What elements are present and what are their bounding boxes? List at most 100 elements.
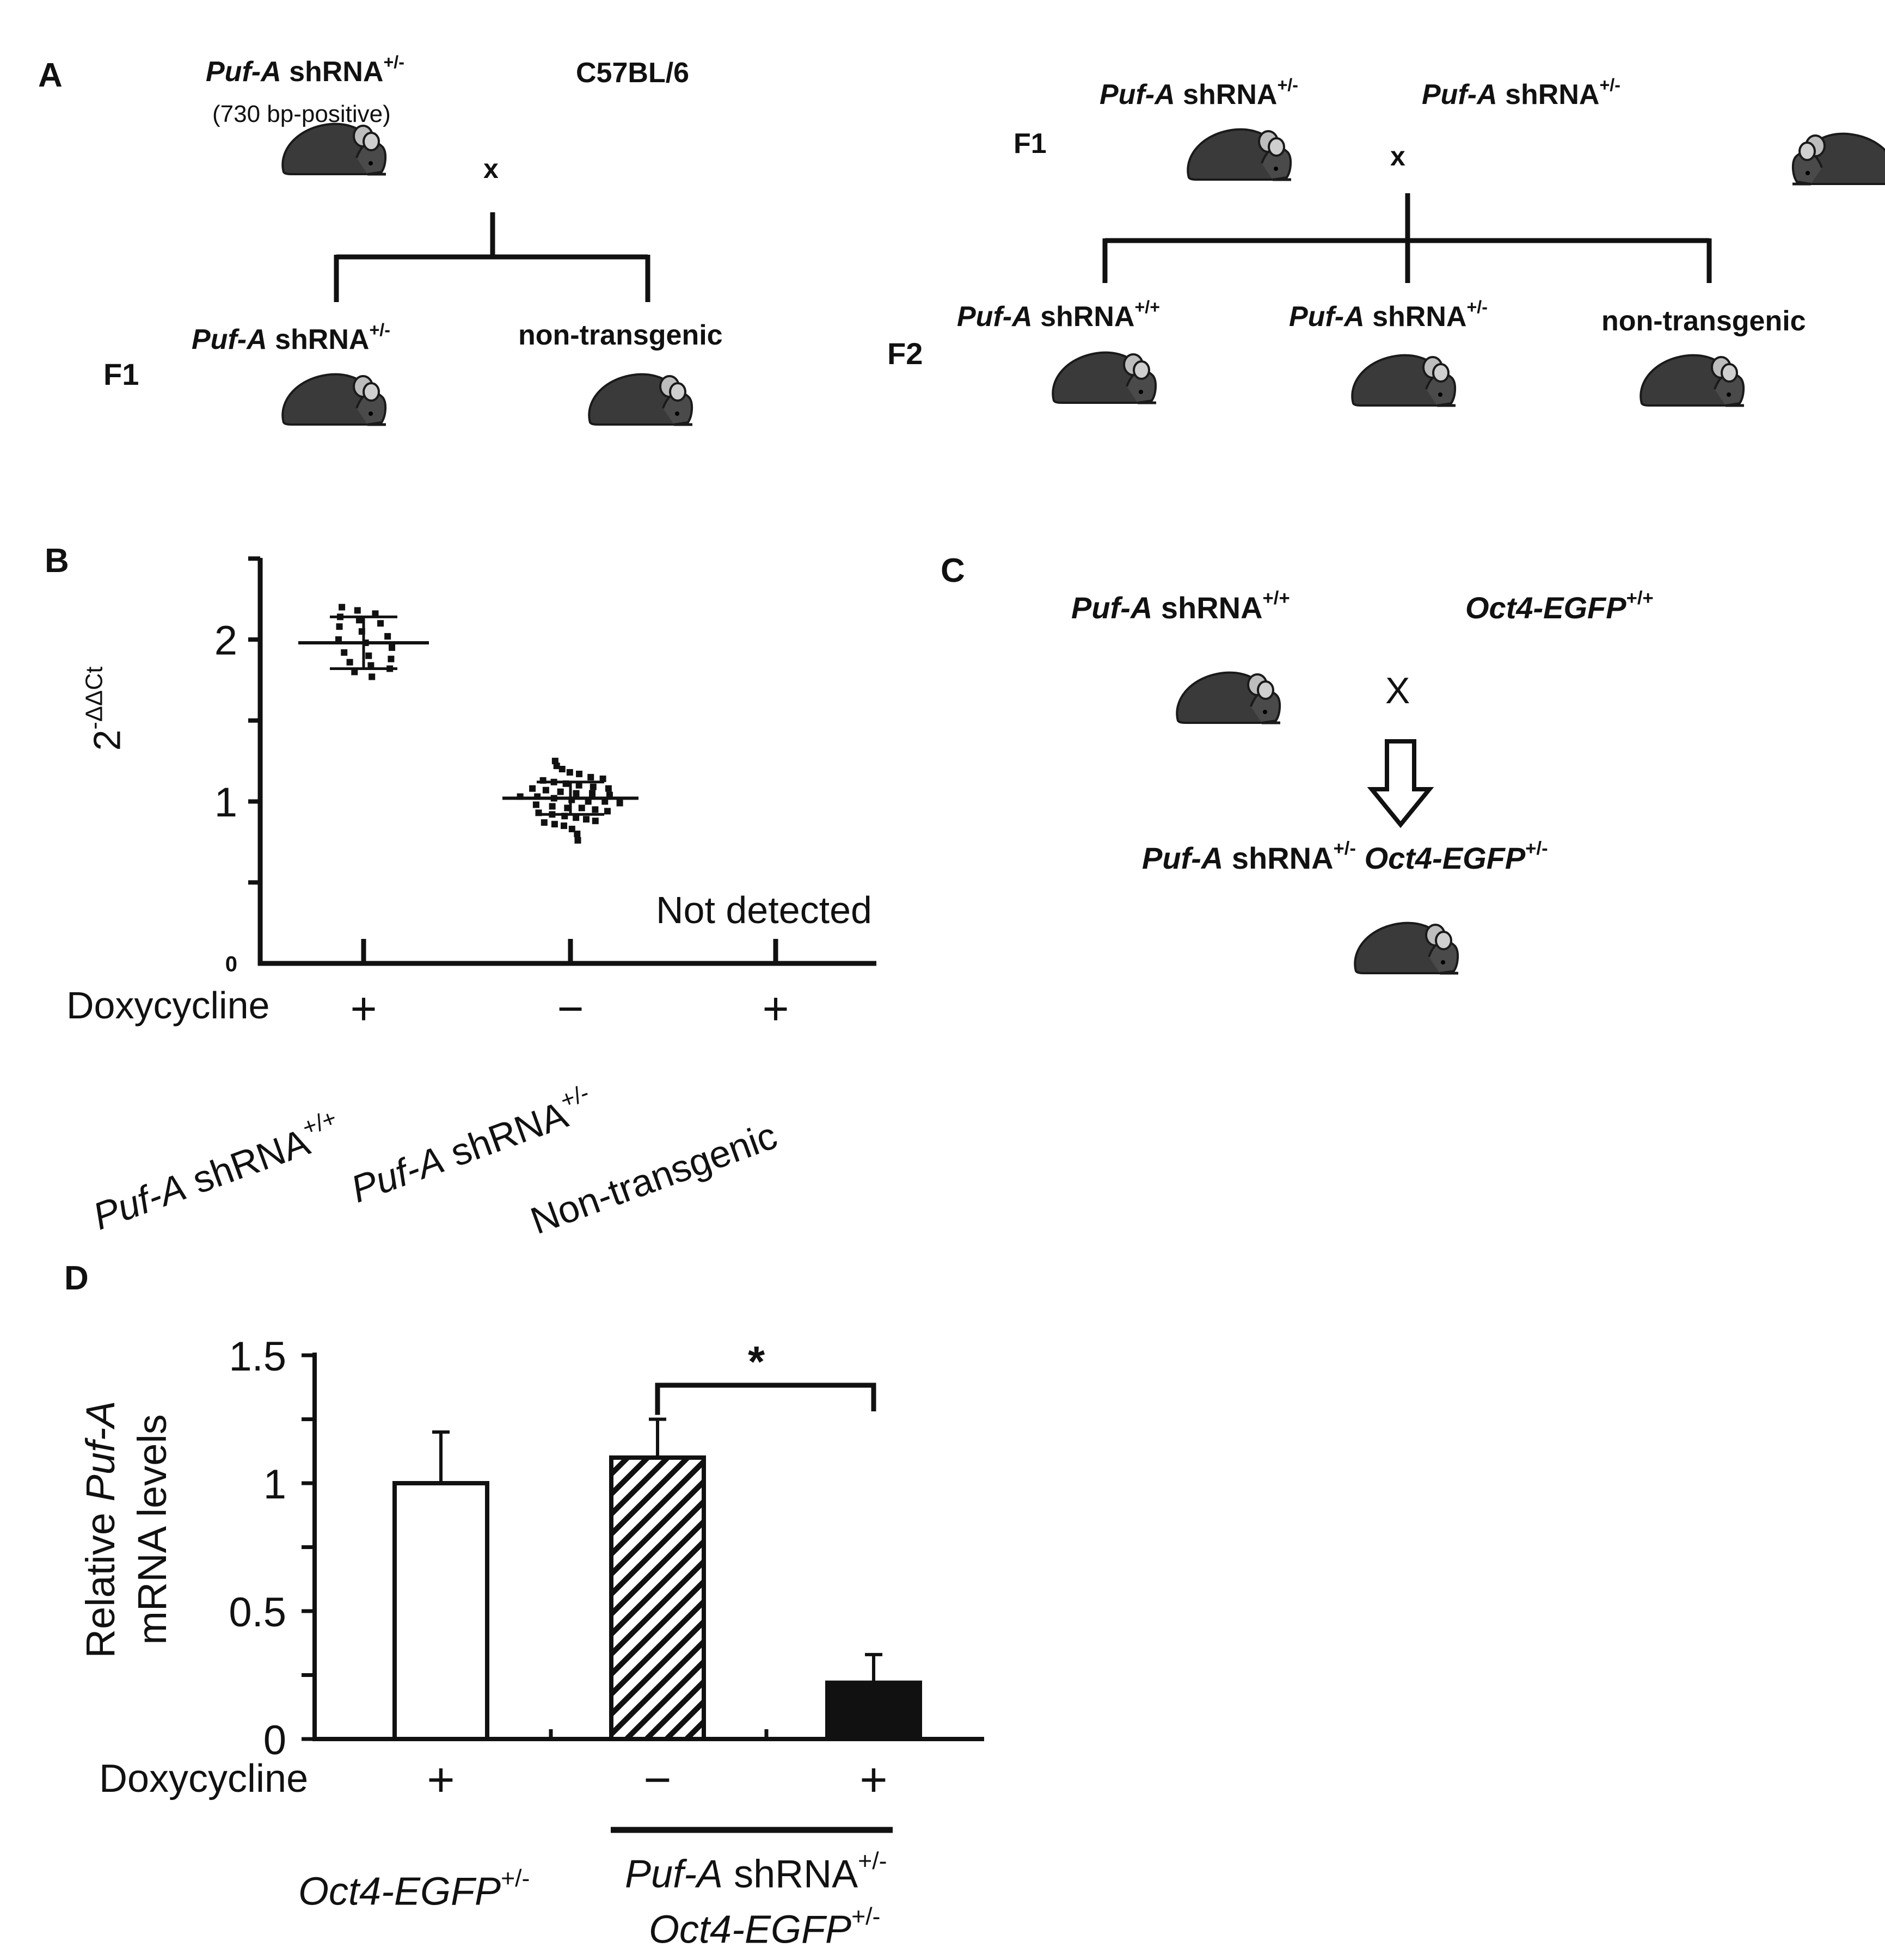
b-data-point (592, 806, 599, 813)
b-data-point (558, 766, 566, 772)
d-y-tick-label: 1.5 (229, 1334, 286, 1380)
c-offspring-label: Puf-A shRNA+/- Oct4-EGFP+/- (1142, 839, 1548, 874)
b-data-point (384, 633, 391, 640)
b-data-point (589, 790, 596, 797)
b-data-point (389, 644, 396, 651)
b-y-tick-label: 1 (214, 779, 237, 826)
a2-parent-generation-label: F1 (1014, 128, 1047, 159)
b-data-point (605, 785, 612, 792)
b-data-point (592, 818, 599, 825)
b-data-point (561, 822, 568, 830)
d-group1-gene: Oct4-EGFP (298, 1870, 501, 1914)
mouse-icon (1188, 130, 1291, 180)
a2-parent-left-label: Puf-A shRNA+/- (1100, 76, 1298, 109)
b-data-point (564, 804, 571, 812)
a2-parent-right-label: Puf-A shRNA+/- (1422, 76, 1620, 109)
mouse-icon (1177, 673, 1280, 723)
b-data-point (551, 821, 558, 828)
a1-parent-left-note: (730 bp-positive) (212, 101, 391, 127)
a2-parent-left-gene: Puf-A (1100, 79, 1175, 111)
a1-offspring-left-label: Puf-A shRNA+/- (192, 321, 390, 354)
d-bar (609, 1455, 706, 1741)
c-cross-symbol: X (1385, 670, 1410, 711)
c-parent-right-gene: Oct4-EGFP (1465, 591, 1626, 625)
a2-offspring-gene-1: Puf-A (957, 301, 1033, 333)
a2-offspring-sup-1: +/+ (1134, 297, 1161, 317)
a2-offspring-label-3: non-transgenic (1601, 303, 1806, 335)
a2-offspring-rest-3: non-transgenic (1601, 305, 1806, 337)
a2-generation-label: F2 (887, 336, 923, 371)
b-data-point (557, 788, 564, 795)
b-y-tick-label: 2 (214, 617, 237, 663)
a1-parent-left-rest: shRNA (281, 56, 384, 88)
a1-parent-left-label: Puf-A shRNA+/- (206, 53, 404, 86)
b-not-detected-label: Not detected (656, 889, 872, 931)
d-doxycycline-sign: + (427, 1753, 455, 1807)
b-data-point (341, 649, 348, 656)
c-offspring-gene-1: Puf-A (1142, 841, 1224, 876)
mouse-icon (1355, 923, 1458, 973)
a1-offspring-left-rest: shRNA (267, 324, 370, 356)
b-data-point (365, 652, 372, 659)
d-group2-label-line2: Oct4-EGFP+/- (649, 1904, 880, 1949)
b-doxycycline-sign: + (350, 983, 377, 1034)
c-parent-left-sup: +/+ (1262, 588, 1290, 609)
b-doxycycline-label: Doxycycline (66, 984, 270, 1027)
b-data-point (568, 826, 575, 833)
mouse-icon (589, 374, 692, 425)
mouse-icon (1352, 355, 1456, 405)
d-y-tick-label: 0.5 (229, 1589, 286, 1636)
b-data-point (616, 800, 623, 807)
mouse-icon (1053, 353, 1156, 403)
b-data-point (575, 782, 582, 789)
d-group2-label-line1: Puf-A shRNA+/- (625, 1848, 887, 1896)
b-data-point (590, 783, 597, 790)
mouse-icon (1641, 355, 1744, 405)
a2-cross-lines (1102, 193, 1712, 283)
chart-b: 012+−+ (214, 556, 876, 1034)
d-y-tick-label: 0 (263, 1717, 286, 1764)
c-offspring-rest-1: shRNA (1223, 841, 1334, 876)
mouse-icon (283, 124, 386, 174)
c-parent-left-rest: shRNA (1152, 591, 1263, 625)
b-data-point (346, 659, 353, 666)
panel-a-letter: A (38, 57, 63, 94)
b-y-tick-label: 0 (225, 952, 237, 976)
b-data-point (573, 814, 580, 821)
a1-generation-label: F1 (103, 357, 139, 391)
b-data-point (574, 831, 581, 837)
d-bar (392, 1481, 489, 1741)
panel-c-letter: C (941, 552, 965, 589)
b-data-point (587, 773, 594, 781)
c-offspring-gene-2: Oct4-EGFP (1356, 841, 1526, 876)
a2-offspring-label-2: Puf-A shRNA+/- (1289, 298, 1488, 331)
mouse-icon (283, 374, 386, 425)
a2-offspring-rest-2: shRNA (1364, 301, 1467, 333)
b-data-point (388, 655, 395, 662)
c-offspring-sup-2: +/- (1525, 838, 1548, 859)
b-doxycycline-sign: − (557, 983, 584, 1034)
d-y-tick-label: 1 (263, 1461, 286, 1508)
b-data-point (529, 785, 536, 792)
c-offspring-sup-1: +/- (1333, 838, 1356, 859)
a2-parent-left-sup: +/- (1277, 75, 1298, 95)
a2-offspring-sup-2: +/- (1466, 297, 1488, 317)
b-data-point (576, 770, 583, 777)
b-data-point (372, 610, 379, 617)
c-parent-left-gene: Puf-A (1071, 591, 1153, 625)
a1-offspring-left-gene: Puf-A (192, 324, 267, 356)
a1-parent-left-gene: Puf-A (206, 56, 281, 88)
d-group2-rest: shRNA (723, 1852, 858, 1896)
b-data-point (354, 607, 361, 614)
b-data-point (541, 819, 548, 826)
b-data-point (582, 816, 590, 823)
a1-cross-lines (334, 212, 650, 302)
d-group2-sup: +/- (858, 1848, 887, 1875)
c-parent-left-label: Puf-A shRNA+/+ (1071, 589, 1290, 623)
b-data-point (604, 808, 611, 815)
b-data-point (367, 662, 374, 669)
c-parent-right-label: Oct4-EGFP+/+ (1465, 589, 1654, 623)
down-arrow-icon (1367, 739, 1434, 828)
d-group2-gene: Puf-A (625, 1852, 723, 1896)
